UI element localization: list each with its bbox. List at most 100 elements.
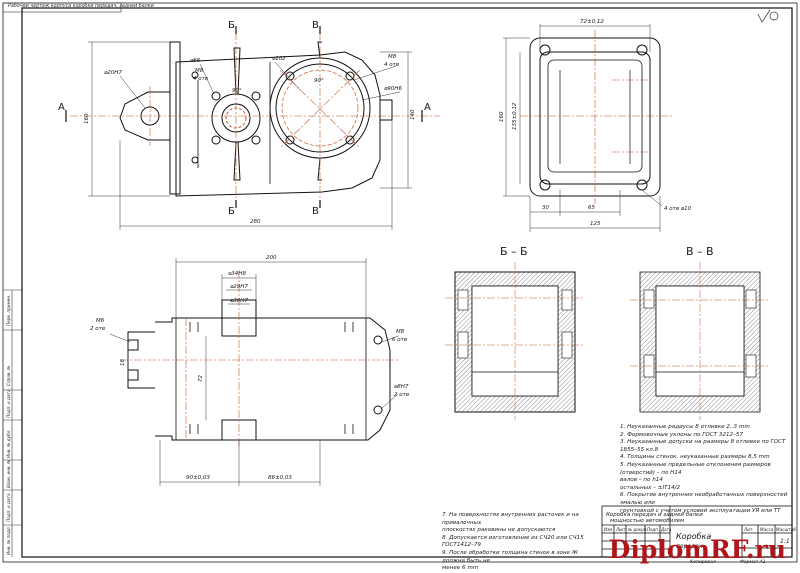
top-stamp-box <box>2 2 122 13</box>
dim-angle-left: 90° <box>232 88 242 94</box>
label-copy: Копировал <box>690 559 716 565</box>
row-label-izm: Изм <box>604 527 612 532</box>
top-view <box>119 41 393 197</box>
strip-label-3: Инв. № дубл. <box>6 429 11 458</box>
side-view-dimensions <box>503 24 663 232</box>
top-view-dimensions <box>65 26 423 230</box>
dim-d34h8: ⌀34H8 <box>228 271 246 277</box>
strip-label-5: Подп. и дата <box>6 493 11 522</box>
dim-125: 125 <box>590 221 601 227</box>
dim-length-total: 280 <box>250 219 261 225</box>
row-label-doc: № докум. <box>627 527 648 532</box>
doc-title: Коробка передач и задней балки <box>606 512 703 518</box>
inner-frame <box>21 7 793 558</box>
strip-label-6: Инв. № подл. <box>6 526 11 555</box>
dim-d8h7: ⌀8H7 <box>394 384 409 390</box>
dim-m6-left: M6 <box>96 318 105 324</box>
dim-m8-left-sub: 4 отв <box>193 76 208 82</box>
dim-height-left: 160 <box>84 113 90 124</box>
note-line: остальных – ±IT14/2 <box>620 484 681 491</box>
part-sub: передач <box>676 543 703 550</box>
row-label-date: Дата <box>660 527 672 532</box>
dim-65: 65 <box>588 205 595 211</box>
dim-side-height: 160 <box>499 111 505 122</box>
strip-label-1: Справ. № <box>6 365 11 386</box>
top-stamp-text: Рабочий чертёж корпуса коробки передач, … <box>8 4 154 9</box>
dim-bottom-left: 90±0,03 <box>186 475 210 481</box>
dim-width-top: 72±0,12 <box>580 19 604 25</box>
dim-bottom-right: 86±0,03 <box>268 475 292 481</box>
section-marker-a-left: А <box>58 102 65 113</box>
front-view <box>127 299 391 441</box>
note-line: 7. На поверхностях внутренних расточек и… <box>442 512 579 526</box>
note-line: 1. Неуказанные радиусы 8 отливке 2..3 mm <box>620 424 750 430</box>
roughness-symbol <box>757 9 779 23</box>
note-line: 8. Допускается изготовление из СЧ20 или … <box>442 534 584 549</box>
doc-subtitle: мощностью автомобилем <box>610 518 684 524</box>
title-block <box>601 505 793 558</box>
dim-angle-right: 90° <box>314 78 324 84</box>
dim-d29h7: ⌀29H7 <box>230 284 248 290</box>
dim-height-right: 140 <box>410 109 416 120</box>
dim-d102: ⌀102 <box>272 56 286 62</box>
dim-16: 16 <box>120 359 126 366</box>
dim-m6-left-sub: 2 отв <box>90 326 105 332</box>
note-line: 2. Формовочные уклоны по ГОСТ 3212–57 <box>620 431 744 438</box>
dim-m8-right: M8 <box>388 54 397 60</box>
note-line: валов – по h14 <box>620 477 663 484</box>
dim-m8-right-sub: 4 отв <box>384 62 399 68</box>
label-mass: Масса <box>760 527 774 532</box>
notes-right: 1. Неуказанные радиусы 8 отливке 2..3 mm… <box>620 424 790 515</box>
dim-holes: 4 отв ⌀10 <box>664 206 692 212</box>
note-line: 9. После обработки толщина стенок в зоне… <box>442 549 578 564</box>
dim-front-length: 200 <box>266 255 277 261</box>
strip-label-0: Перв. примен. <box>6 295 11 326</box>
note-line: плоскостях раковины не допускаются <box>442 527 556 534</box>
side-view-centerlines <box>520 30 672 204</box>
section-marker-b-bottom: Б <box>228 206 235 217</box>
section-marker-a-right: А <box>424 102 431 113</box>
dim-d8h7-sub: 2 отв <box>394 392 409 398</box>
dim-inner-height: 135±0,12 <box>512 102 518 130</box>
label-scale: Масштаб <box>776 527 796 532</box>
note-line: 3. Неуказанные допуски на размеры 8 отли… <box>620 439 786 453</box>
part-name: Коробка <box>676 532 711 541</box>
dim-m8-front: M8 <box>396 329 405 335</box>
section-marker-b-top: Б <box>228 20 235 31</box>
dim-d20h7: ⌀20H7 <box>104 70 122 76</box>
front-view-dimensions <box>109 258 399 486</box>
row-label-sign: Подп. <box>647 527 659 532</box>
label-format: Формат А1 <box>740 559 766 565</box>
watermark-logo: DiplomRF.ru <box>608 535 786 564</box>
dim-m8-front-sub: 6 отв <box>392 337 407 343</box>
label-sheet: Лит. <box>743 527 754 532</box>
dim-d90h6: ⌀90H6 <box>384 86 402 92</box>
strip-label-2: Подп. и дата <box>6 389 11 418</box>
note-line: менее 6 mm <box>442 565 479 572</box>
strip-label-4: Взам. инв. № <box>6 459 11 488</box>
note-line: 5. Неуказанные предельные отклонения раз… <box>620 461 771 468</box>
note-line: грунтовкой с учетом условий эксплуатации… <box>620 507 781 514</box>
left-binding-strip <box>3 289 22 557</box>
section-title-b-b: Б – Б <box>500 245 528 258</box>
dim-m8-left: M8 <box>195 68 204 74</box>
section-v-v <box>630 262 770 420</box>
notes-left: 7. На поверхностях внутренних расточек и… <box>442 512 600 573</box>
top-view-centerlines <box>70 32 440 205</box>
section-marker-v-bottom: В <box>312 206 319 217</box>
dim-d30h7: ⌀30H7 <box>230 298 248 304</box>
note-line: 6. Покрытие внутренних необработанных по… <box>620 492 788 506</box>
note-line: 4. Толщины стенок, неуказанные размеры 8… <box>620 454 770 461</box>
outer-frame <box>2 2 798 563</box>
dim-d66: ⌀66 <box>190 58 201 64</box>
row-label-list: Лист <box>615 527 627 532</box>
front-view-centerlines <box>120 270 400 448</box>
dim-30: 30 <box>542 205 549 211</box>
dim-72: 72 <box>198 375 204 382</box>
note-line: (отверстий) – по Н14 <box>620 469 682 476</box>
section-marker-v-top: В <box>312 20 319 31</box>
scale-value: 1:1 <box>780 538 790 545</box>
section-b-b <box>445 262 585 420</box>
